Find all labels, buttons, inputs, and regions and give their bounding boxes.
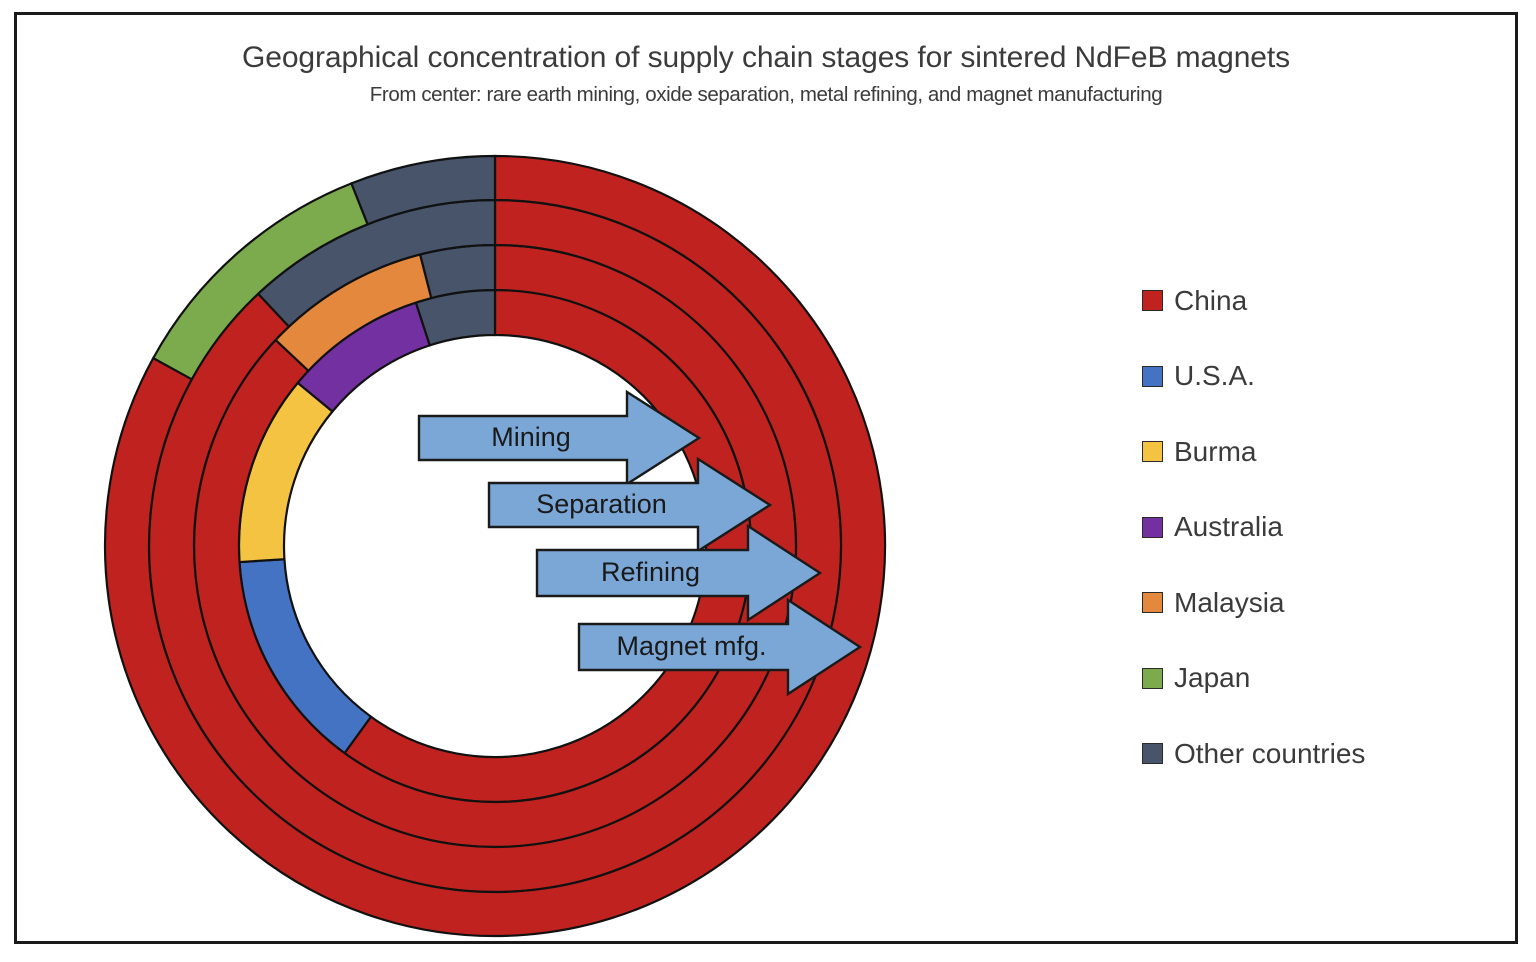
legend-item[interactable]: China [1142,263,1492,339]
rings-group: Mining — China: 60%Mining — U.S.A.: 14%M… [103,154,887,938]
legend-item-label: Malaysia [1174,586,1285,618]
donut-slice[interactable]: Magnet mfg. — Other countries: 6% [350,154,497,226]
legend-item-label: China [1174,284,1248,316]
legend-item[interactable]: U.S.A. [1142,339,1492,415]
legend-item[interactable]: Burma [1142,414,1492,490]
legend-swatch-icon [1142,290,1163,312]
legend-item-label: Australia [1174,511,1283,543]
chart-subtitle: From center: rare earth mining, oxide se… [369,82,1163,106]
donut-rings-svg: Mining — China: 60%Mining — U.S.A.: 14%M… [103,154,887,938]
legend-item-label: Burma [1174,435,1257,467]
legend-swatch-icon [1142,743,1163,765]
donut-chart: Mining — China: 60%Mining — U.S.A.: 14%M… [77,135,917,945]
legend-swatch-icon [1142,516,1163,538]
legend-item[interactable]: Japan [1142,641,1492,717]
legend-swatch-icon [1142,441,1163,463]
legend-item[interactable]: Australia [1142,490,1492,566]
donut-ring-mining: Mining — China: 60%Mining — U.S.A.: 14%M… [237,288,753,804]
chart-frame: Geographical concentration of supply cha… [14,12,1518,944]
legend-swatch-icon [1142,365,1163,387]
title-block: Geographical concentration of supply cha… [17,41,1515,106]
legend-item-label: Japan [1174,662,1251,694]
legend-swatch-icon [1142,667,1163,689]
legend-item[interactable]: Other countries [1142,716,1492,792]
legend-item[interactable]: Malaysia [1142,565,1492,641]
chart-title: Geographical concentration of supply cha… [242,41,1290,74]
legend-item-label: U.S.A. [1174,360,1255,392]
legend-swatch-icon [1142,592,1163,614]
donut-slice[interactable]: Separation — Other countries: 4% [418,243,497,300]
legend-item-label: Other countries [1174,737,1366,769]
